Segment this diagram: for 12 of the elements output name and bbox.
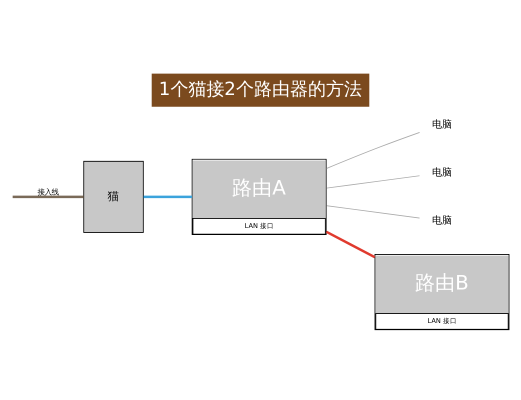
connector	[12, 196, 84, 198]
node-text: 电脑	[432, 119, 452, 130]
connector	[326, 175, 420, 189]
node-text: 电脑	[432, 215, 452, 226]
connector	[326, 132, 420, 169]
node-text: 电脑	[432, 167, 452, 178]
diagram-title: 1个猫接2个路由器的方法	[158, 78, 362, 100]
connector	[326, 230, 376, 258]
connector	[143, 196, 192, 198]
edge-label: 接入线	[38, 188, 59, 197]
connector	[326, 205, 420, 218]
node-box: 猫	[83, 160, 144, 233]
